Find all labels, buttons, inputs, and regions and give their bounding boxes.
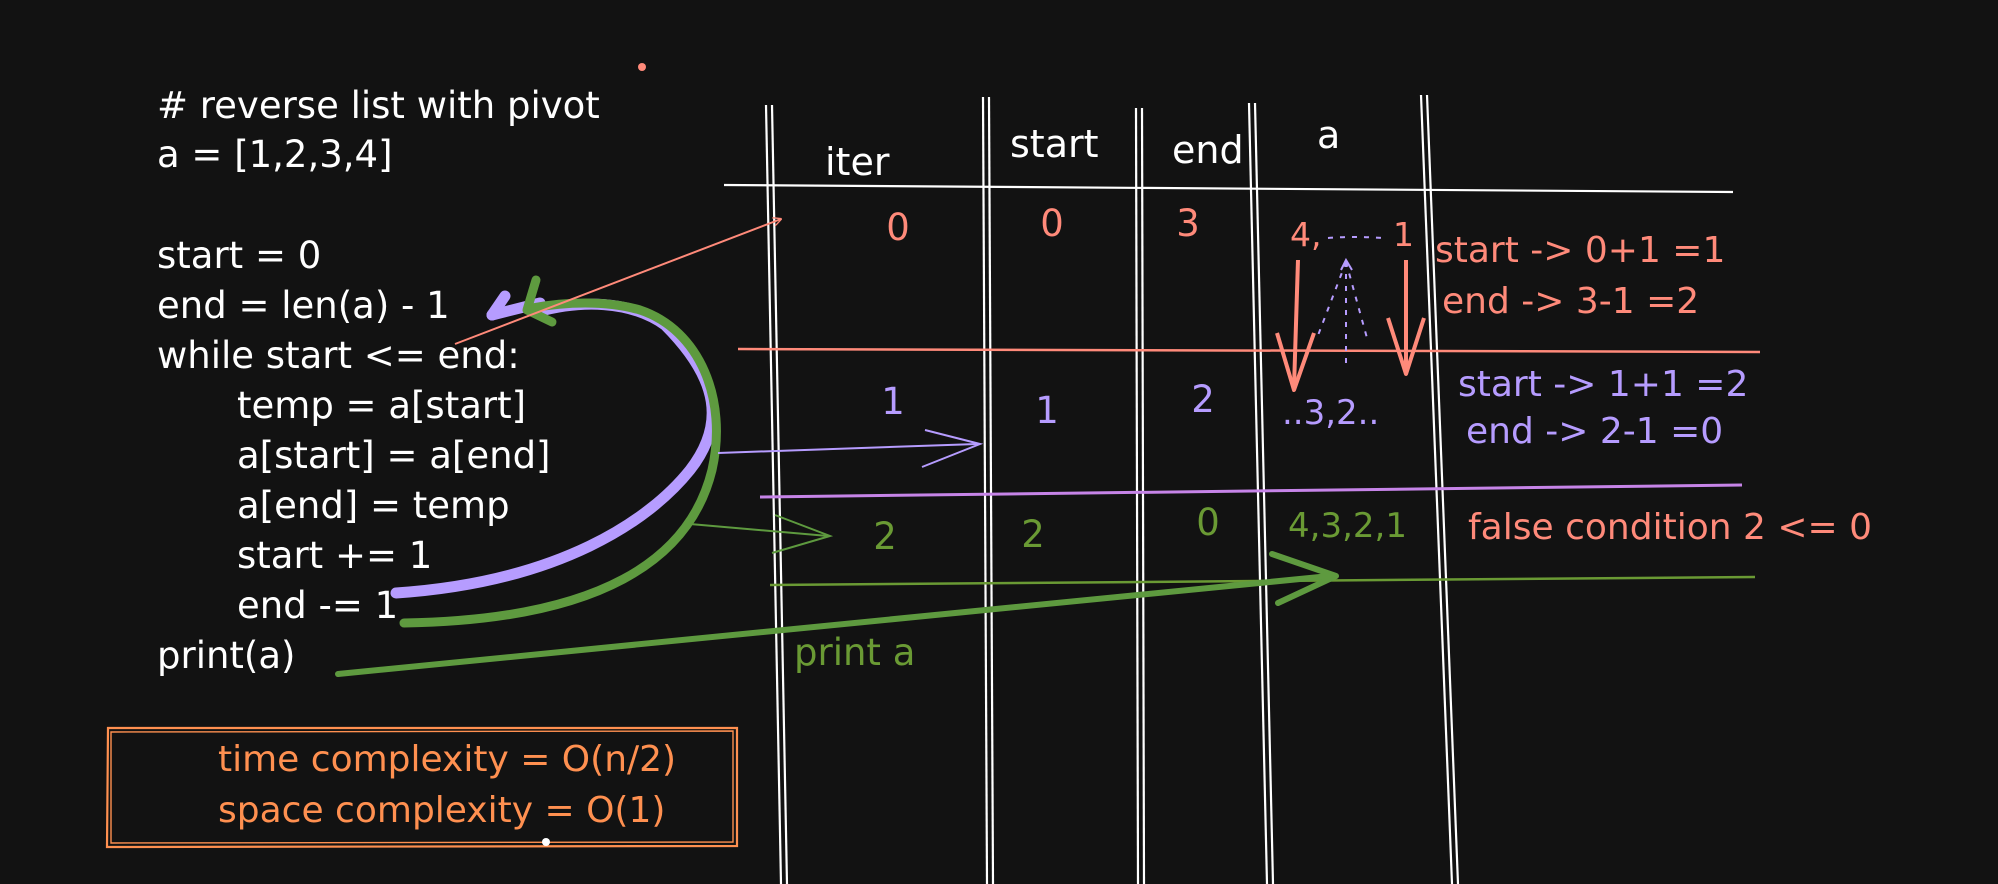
note: start -> 1+1 =2 [1458,364,1748,405]
arrowhead [771,514,834,554]
cell-start: 1 [1035,389,1059,432]
stray-dot [638,63,646,71]
loop-arrowhead [522,275,557,327]
box-border [110,730,734,844]
connector-arrow-violet [717,443,978,454]
cell-start: 2 [1021,513,1045,556]
arrowhead [1340,257,1353,271]
connector-arrow-salmon [454,219,781,345]
column-divider [770,104,789,884]
note: start -> 0+1 =1 [1435,230,1725,271]
cell-a: ..3,2.. [1282,393,1379,433]
print-arrow [335,573,1333,677]
arrowhead [1386,317,1426,376]
loop-arrow-green [399,298,721,628]
swap-dotted-link [1345,261,1368,339]
column-divider [1247,102,1269,884]
arrowhead [1275,332,1316,392]
column-header-end: end [1172,128,1244,172]
code-line: print(a) [157,634,295,677]
swap-dotted-link [1316,261,1347,339]
code-line: temp = a[start] [237,384,526,427]
column-divider [1134,107,1140,884]
cell-iter: 2 [873,515,897,558]
cell-iter: 0 [886,206,910,249]
cell-a-left: 4, [1290,215,1322,254]
column-divider [764,104,783,884]
loop-arrowhead [486,290,511,321]
code-line: a[end] = temp [237,484,510,527]
swap-arrow-down [1292,259,1300,389]
cell-start: 0 [1040,202,1064,245]
table-row: 2 2 0 4,3,2,1 print a [794,501,1407,674]
column-header-iter: iter [825,140,890,184]
column-divider [1140,107,1146,884]
cell-end: 2 [1191,378,1215,421]
row-separator [759,483,1743,499]
arrowhead [1269,551,1339,606]
code-block: # reverse list with pivot a = [1,2,3,4] … [157,84,600,677]
cell-end: 0 [1196,501,1220,544]
table-grid [723,94,1734,884]
code-line: end -= 1 [237,584,398,627]
print-label: print a [794,631,915,674]
cell-a: 4,3,2,1 [1288,506,1407,546]
table-row: 1 1 2 ..3,2.. start -> 1+1 =2 end -> 2-1… [881,364,1748,452]
column-header-a: a [1317,113,1340,157]
swap-arrows [1275,236,1426,392]
column-divider [1253,102,1275,884]
cell-iter: 1 [881,380,905,423]
time-complexity: time complexity = O(n/2) [218,739,676,780]
stray-dot [542,838,550,846]
cell-end: 3 [1176,202,1200,245]
table-row: 0 0 3 4, 1 start -> 0+1 =1 end -> 3-1 =2 [886,202,1725,322]
cell-a-right: 1 [1393,215,1414,254]
box-border [105,726,739,849]
swap-dotted-link [1327,236,1383,239]
code-line: start += 1 [237,534,432,577]
code-line: end = len(a) - 1 [157,284,450,327]
note: end -> 2-1 =0 [1466,411,1723,452]
arrowhead [921,429,984,468]
connector-arrow-green [689,523,829,537]
row-separator [737,347,1761,354]
code-line: a[start] = a[end] [237,434,551,477]
complexity-box: time complexity = O(n/2) space complexit… [105,726,739,849]
code-comment: # reverse list with pivot [157,84,600,127]
space-complexity: space complexity = O(1) [218,790,665,831]
column-divider [987,96,995,884]
column-divider [981,96,989,884]
note: false condition 2 <= 0 [1468,507,1872,548]
code-line: a = [1,2,3,4] [157,133,393,176]
code-line: while start <= end: [157,334,520,377]
note: end -> 3-1 =2 [1442,281,1699,322]
column-header-start: start [1010,122,1099,166]
code-line: start = 0 [157,234,321,277]
header-divider [723,183,1734,194]
